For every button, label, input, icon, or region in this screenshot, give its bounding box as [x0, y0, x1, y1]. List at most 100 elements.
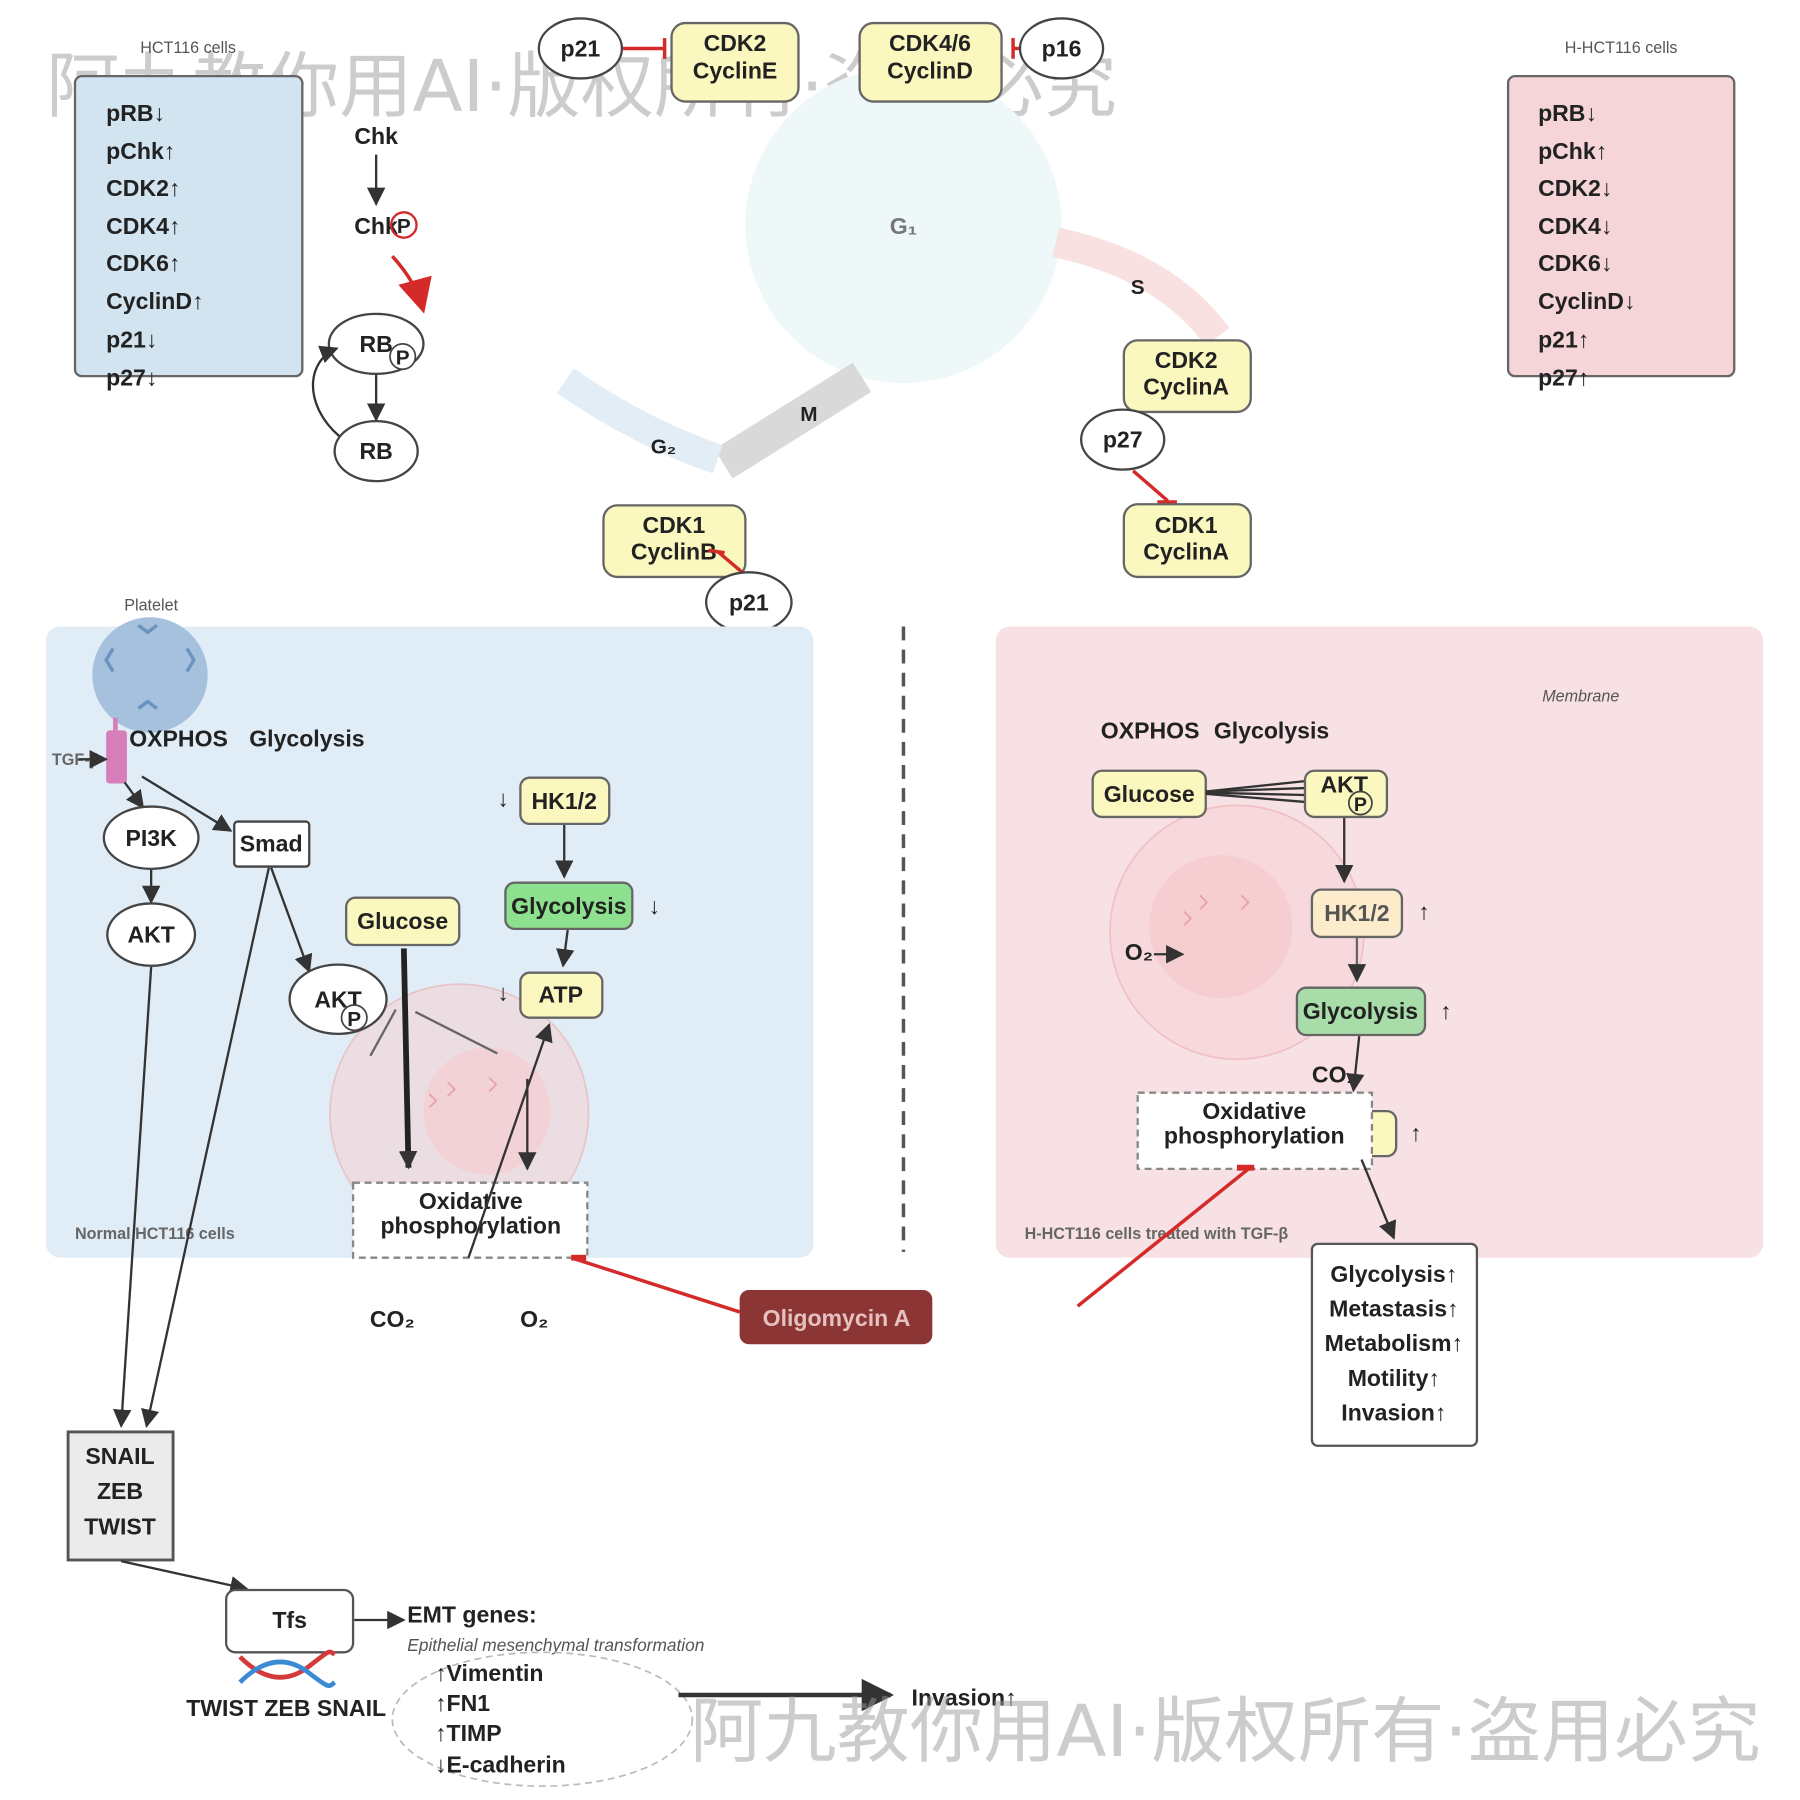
emt-genes-title: EMT genes:	[407, 1601, 536, 1627]
oxphos-box-right-line2: phosphorylation	[1164, 1122, 1345, 1148]
invasion-label: Invasion↑	[912, 1684, 1017, 1710]
phospho-circle-red	[389, 211, 418, 239]
akt-node	[106, 902, 197, 967]
g2-phase-arc	[556, 368, 723, 474]
h-hct116-item: CDK2↓	[1538, 175, 1612, 201]
normal-panel: Platelet TGF-β OXPHOS Glycolysis PI3K AK…	[46, 596, 814, 1259]
inhibit-bar	[708, 548, 725, 555]
arrow-glycolysis-down-right	[1346, 1036, 1365, 1093]
outcomes-box	[1310, 1242, 1479, 1447]
smad-box	[233, 820, 311, 868]
pi3k-label: PI3K	[126, 825, 178, 851]
watermark-bottom: 阿九教你用AI·版权所有·盗用必究	[690, 1690, 1761, 1773]
smad-label: Smad	[240, 831, 303, 857]
oligomycin-label: Oligomycin A	[763, 1305, 911, 1331]
p21-bottom-label: p21	[729, 589, 769, 615]
g2-label: G₂	[651, 435, 676, 458]
dna-strand-icon	[238, 1659, 337, 1688]
hct116-item: p27↓	[106, 364, 157, 390]
glycolysis-label: Glycolysis	[511, 893, 626, 919]
h-hct116-summary: H-HCT116 cells pRB↓ pChk↑ CDK2↓ CDK4↓ CD…	[1506, 39, 1736, 390]
tf-twist: TWIST	[84, 1514, 156, 1540]
tgfb-label: TGF-β	[52, 751, 100, 769]
hk-box	[519, 776, 611, 825]
mitochondrion-cristae	[428, 1077, 498, 1109]
cdk1-cyclina-box	[1122, 503, 1252, 579]
hk-down-arrow: ↓	[497, 786, 509, 812]
arrow-glycolysis-to-atp	[556, 929, 575, 968]
platelet-granules	[104, 623, 196, 710]
mitochondrion-cristae-right	[1183, 894, 1250, 926]
oxphos-box-right	[1136, 1091, 1374, 1170]
chk-rb-pathway: Chk Chk P RB P RB	[311, 123, 432, 483]
oxphos-box-line2: phosphorylation	[380, 1212, 561, 1238]
phospho-label: P	[397, 215, 411, 238]
oxphos-title: OXPHOS	[129, 726, 228, 752]
h-hct116-item: pRB↓	[1538, 100, 1597, 126]
cdk1-cyclinb-line2: CyclinB	[631, 539, 717, 565]
inhibit-p27-cdk1	[1131, 469, 1169, 503]
outcome-item: Metabolism↑	[1325, 1330, 1463, 1356]
hk-label: HK1/2	[532, 788, 597, 814]
platelet-icon	[92, 617, 208, 733]
emt-genes-ellipse	[391, 1651, 694, 1788]
outcome-item: Metastasis↑	[1329, 1296, 1458, 1322]
phospho-circle	[389, 342, 417, 371]
platelet-label: Platelet	[124, 596, 178, 614]
connector-line	[414, 1010, 498, 1055]
cdk1-cyclinb-box	[602, 504, 747, 579]
akt-label: AKT	[127, 922, 174, 948]
cell-cycle: G₁ S M G₂	[556, 66, 1230, 479]
akt-label-right: AKT	[1321, 772, 1368, 798]
h-hct116-item: CDK6↓	[1538, 250, 1612, 276]
hct116-box	[73, 74, 304, 378]
arrow-receptor-to-smad	[141, 775, 233, 832]
o2-label: O₂	[520, 1306, 548, 1332]
s-label: S	[1131, 276, 1145, 299]
glucose-box	[345, 896, 461, 947]
arrow-receptor-to-pi3k	[123, 781, 145, 810]
g1-label: G₁	[890, 213, 917, 239]
outcome-item: Motility↑	[1348, 1365, 1440, 1391]
hct116-summary: HCT116 cells pRB↓ pChk↑ CDK2↑ CDK4↑ CDK6…	[73, 39, 304, 390]
phospho-circle	[340, 1004, 368, 1032]
p27-label: p27	[1103, 427, 1143, 453]
glycolysis-label-right: Glycolysis	[1303, 998, 1418, 1024]
h-hct116-item: p27↑	[1538, 364, 1589, 390]
rb-p-label: RB	[359, 331, 392, 357]
h-hct116-item: CyclinD↓	[1538, 288, 1635, 314]
outcomes: Glycolysis↑ Metastasis↑ Metabolism↑ Moti…	[1310, 1242, 1479, 1447]
oligomycin-box	[739, 1290, 933, 1345]
hk-box-right	[1310, 888, 1404, 939]
cdk1-cyclina-line1: CDK1	[1155, 512, 1218, 538]
hct116-label: HCT116 cells	[140, 39, 236, 57]
atp-label: ATP	[539, 982, 583, 1008]
atp-up-arrow: ↑	[1410, 1120, 1422, 1146]
glycolysis-box-right	[1295, 986, 1427, 1037]
glycolysis-box	[504, 881, 634, 930]
hct116-item: pChk↑	[106, 138, 175, 164]
outcome-item: Invasion↑	[1341, 1399, 1446, 1425]
arrow-smad-to-tfs	[141, 867, 270, 1428]
pi3k-node	[102, 805, 200, 870]
atp-down-arrow: ↓	[497, 979, 509, 1005]
g1-phase-circle	[745, 66, 1062, 384]
phospho-label: P	[1354, 794, 1367, 816]
dna-label: TWIST ZEB SNAIL	[186, 1695, 386, 1721]
arrow-to-outcomes	[1360, 1159, 1397, 1240]
glycolysis-down-arrow: ↓	[648, 893, 660, 919]
co2-label: CO₂	[370, 1306, 415, 1332]
tgfb-receptor-icon	[106, 730, 127, 784]
rb-node	[333, 420, 419, 483]
dna-strand-icon	[238, 1649, 337, 1680]
emt-gene: ↑Vimentin	[435, 1660, 544, 1686]
treated-panel-label: H-HCT116 cells treated with TGF-β	[1025, 1225, 1289, 1243]
red-arrow-chkp-to-rbp	[391, 254, 432, 314]
cdk46-cyclind-line2: CyclinD	[887, 57, 973, 83]
emt-genes-subtitle: Epithelial mesenchymal transformation	[407, 1635, 704, 1655]
atp-box	[519, 971, 604, 1019]
connector-line	[369, 1009, 397, 1057]
p16-node	[1018, 17, 1105, 80]
hct116-item: pRB↓	[106, 100, 165, 126]
